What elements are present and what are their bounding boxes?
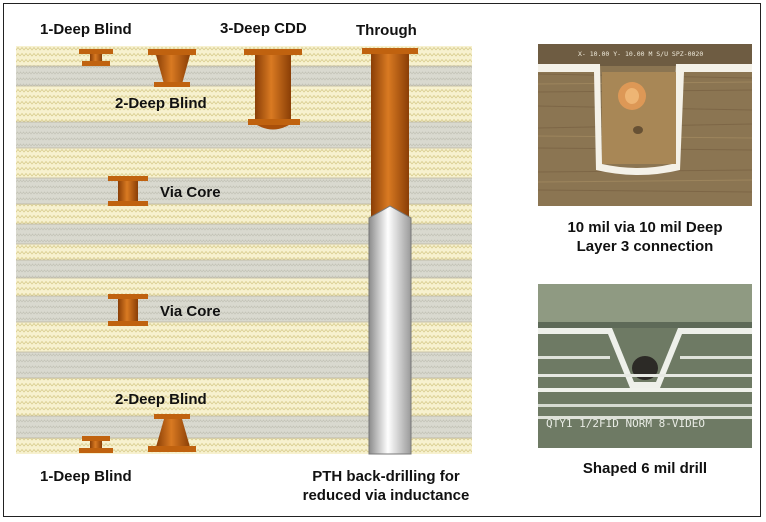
micrograph-bottom-overlay: QTY1 1/2FID NORM 8-VIDEO bbox=[546, 417, 705, 430]
label-1-deep-blind-bottom: 1-Deep Blind bbox=[40, 468, 132, 485]
label-2-deep-blind-top: 2-Deep Blind bbox=[115, 95, 207, 112]
back-drill-bit bbox=[369, 206, 411, 454]
label-2-deep-blind-bottom: 2-Deep Blind bbox=[115, 391, 207, 408]
label-3-deep-cdd: 3-Deep CDD bbox=[220, 20, 307, 37]
caption-shaped-6-mil-drill: Shaped 6 mil drill bbox=[536, 459, 754, 478]
label-1-deep-blind-top: 1-Deep Blind bbox=[40, 21, 132, 38]
micrograph-10-mil-via-image: X- 10.00 Y- 10.00 M S/U SPZ-0020 bbox=[538, 44, 752, 206]
label-through: Through bbox=[356, 22, 417, 39]
micrograph-shaped-drill-image: QTY1 1/2FID NORM 8-VIDEO bbox=[538, 284, 752, 448]
micrograph-shaped-6-mil-drill: QTY1 1/2FID NORM 8-VIDEO bbox=[538, 284, 752, 448]
figure-frame: 1-Deep Blind 3-Deep CDD Through 2-Deep B… bbox=[3, 3, 761, 517]
caption-10-mil-via: 10 mil via 10 mil Deep Layer 3 connectio… bbox=[536, 218, 754, 256]
micrograph-10-mil-via: X- 10.00 Y- 10.00 M S/U SPZ-0020 bbox=[538, 44, 752, 206]
label-pth-back-drilling: PTH back-drilling for reduced via induct… bbox=[286, 467, 486, 505]
micrograph-top-overlay: X- 10.00 Y- 10.00 M S/U SPZ-0020 bbox=[578, 50, 703, 58]
label-via-core-1: Via Core bbox=[160, 184, 221, 201]
label-via-core-2: Via Core bbox=[160, 303, 221, 320]
